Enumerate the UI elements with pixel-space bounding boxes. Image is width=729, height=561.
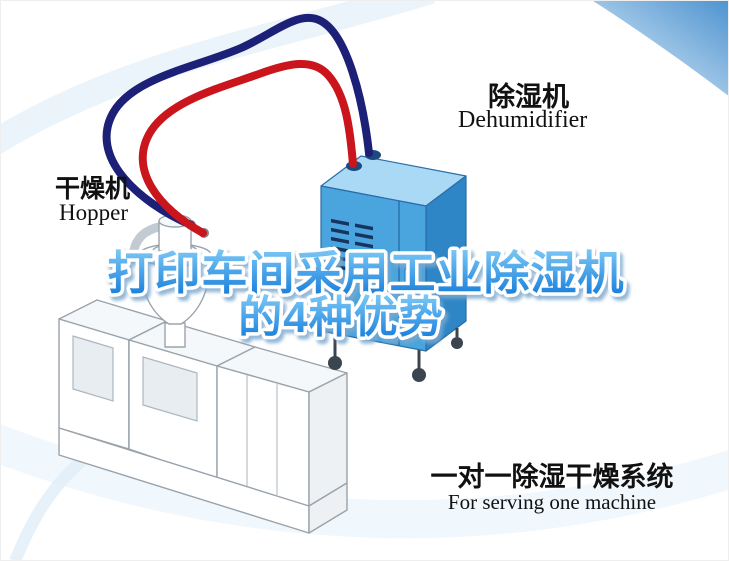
hopper-elbow-duct — [128, 222, 164, 264]
hopper-label-en: Hopper — [59, 200, 128, 225]
caption-cn: 一对一除湿干燥系统 — [430, 462, 674, 492]
vent-grille — [331, 218, 373, 276]
title-line-2: 的4种优势 — [238, 293, 443, 342]
dehumidifier-unit — [320, 150, 467, 382]
door-latches — [404, 268, 415, 332]
caster-wheels — [328, 328, 463, 382]
corner-wedge — [593, 1, 728, 96]
hopper-label-cn: 干燥机 — [55, 175, 131, 203]
caption-en: For serving one machine — [447, 490, 657, 514]
navy-hose — [102, 13, 373, 229]
dehumidifier-label-en: Dehumidifier — [458, 107, 588, 133]
title-line-1: 打印车间采用工业除湿机 — [108, 247, 625, 299]
extruder-machine — [58, 299, 348, 534]
red-hose — [138, 59, 357, 237]
dehumidifier-label-cn: 除湿机 — [488, 82, 569, 112]
hopper-dryer — [128, 214, 212, 348]
